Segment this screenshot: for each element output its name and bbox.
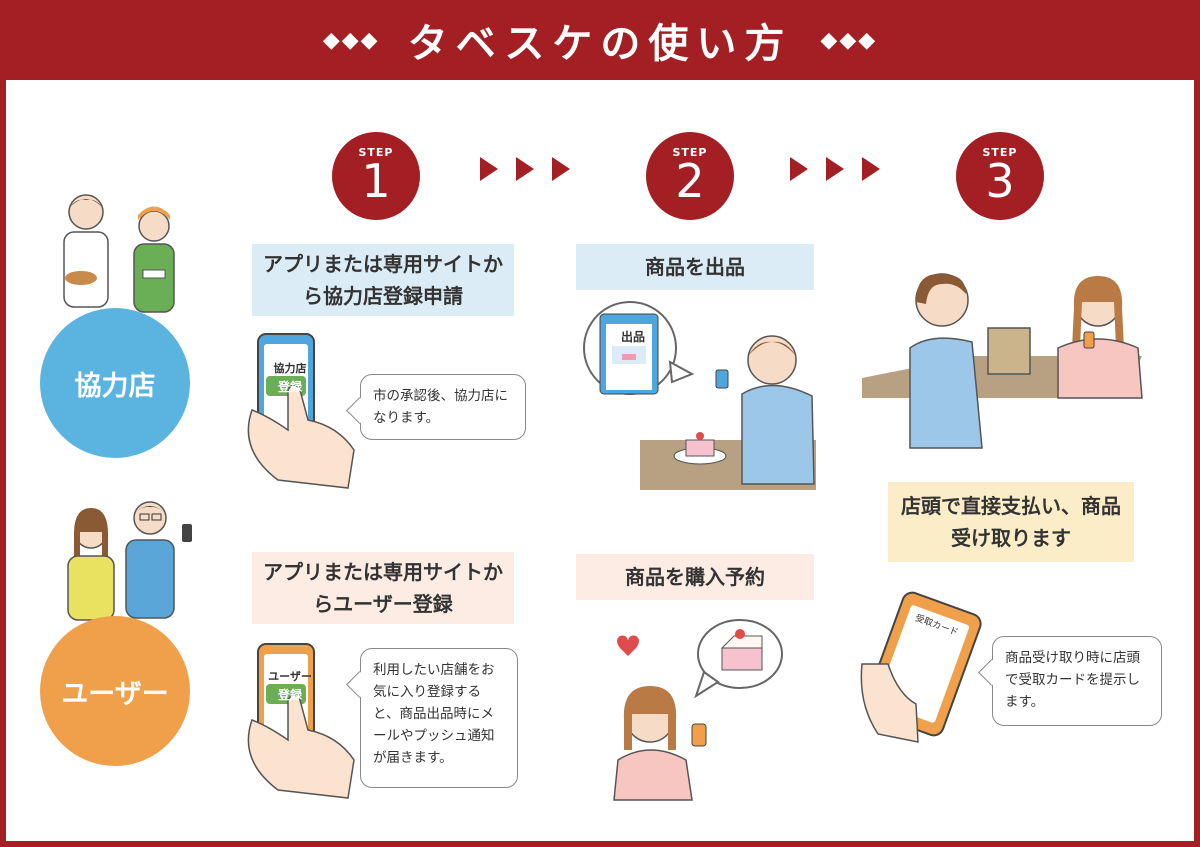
page-title: タベスケの使い方 <box>407 21 793 67</box>
pickup-caption: 店頭で直接支払い、商品受け取ります <box>888 482 1134 562</box>
arrow-icon <box>480 157 498 181</box>
store-role-circle: 協力店 <box>40 308 190 458</box>
page-header: ◆◆◆ タベスケの使い方 ◆◆◆ <box>0 0 1200 80</box>
store-phone-register-button: 登録 <box>277 380 302 394</box>
user-step1-text: アプリまたは専用サイトからユーザー登録 <box>263 560 503 616</box>
content-panel: STEP 1 STEP 2 STEP 3 協力店 <box>6 80 1194 841</box>
store-listing-label: 出品 <box>620 330 645 344</box>
user-step1-bubble: 利用したい店舗をお気に入り登録すると、商品出品時にメールやプッシュ通知が届きます… <box>360 648 518 788</box>
pickup-card-phone-illustration <box>860 591 982 743</box>
store-role-label: 協力店 <box>74 370 156 402</box>
arrow-icon <box>826 157 844 181</box>
user-step1-caption: アプリまたは専用サイトからユーザー登録 <box>252 552 514 624</box>
step-arrows-1-2 <box>480 157 570 181</box>
step-3-badge: STEP 3 <box>956 132 1044 220</box>
user-step2-caption: 商品を購入予約 <box>576 554 814 600</box>
store-phone-title: 協力店 <box>273 362 307 375</box>
user-role-circle: ユーザー <box>40 616 190 766</box>
arrow-icon <box>790 157 808 181</box>
user-phone-title: ユーザー <box>268 670 312 683</box>
user-step1-bubble-text: 利用したい店舗をお気に入り登録すると、商品出品時にメールやプッシュ通知が届きます… <box>373 662 495 766</box>
step-1-badge: STEP 1 <box>332 132 420 220</box>
store-register-phone-illustration <box>247 333 355 489</box>
store-listing-illustration <box>583 301 816 490</box>
pickup-bubble-text: 商品受け取り時に店頭で受取カードを提示します。 <box>1005 650 1140 710</box>
user-register-phone-illustration <box>247 643 355 799</box>
pickup-handover-illustration <box>862 273 1143 449</box>
pickup-bubble: 商品受け取り時に店頭で受取カードを提示します。 <box>992 636 1162 726</box>
step-3-number: 3 <box>985 154 1015 208</box>
step-1-label: STEP <box>358 146 394 159</box>
arrow-icon <box>516 157 534 181</box>
heart-icon <box>617 635 639 656</box>
user-step2-text: 商品を購入予約 <box>625 565 765 589</box>
store-staff-illustration <box>63 194 175 313</box>
arrow-icon <box>552 157 570 181</box>
left-diamond-decoration: ◆◆◆ <box>322 27 380 53</box>
user-role-label: ユーザー <box>61 678 169 710</box>
step-1-number: 1 <box>361 154 391 208</box>
store-step2-caption: 商品を出品 <box>576 244 814 290</box>
step-2-number: 2 <box>675 154 705 208</box>
step-2-label: STEP <box>672 146 708 159</box>
pickup-caption-text: 店頭で直接支払い、商品受け取ります <box>901 494 1121 550</box>
user-reservation-illustration <box>613 619 783 801</box>
store-step1-bubble-text: 市の承認後、協力店になります。 <box>373 388 508 426</box>
right-diamond-decoration: ◆◆◆ <box>820 27 878 53</box>
user-phone-register-button: 登録 <box>277 688 302 702</box>
store-step1-text: アプリまたは専用サイトから協力店登録申請 <box>263 252 503 308</box>
step-3-label: STEP <box>982 146 1018 159</box>
arrow-icon <box>862 157 880 181</box>
store-step1-caption: アプリまたは専用サイトから協力店登録申請 <box>252 244 514 316</box>
step-arrows-2-3 <box>790 157 880 181</box>
user-people-illustration <box>67 501 192 621</box>
store-step1-bubble: 市の承認後、協力店になります。 <box>360 374 526 440</box>
store-step2-text: 商品を出品 <box>645 255 745 279</box>
step-2-badge: STEP 2 <box>646 132 734 220</box>
